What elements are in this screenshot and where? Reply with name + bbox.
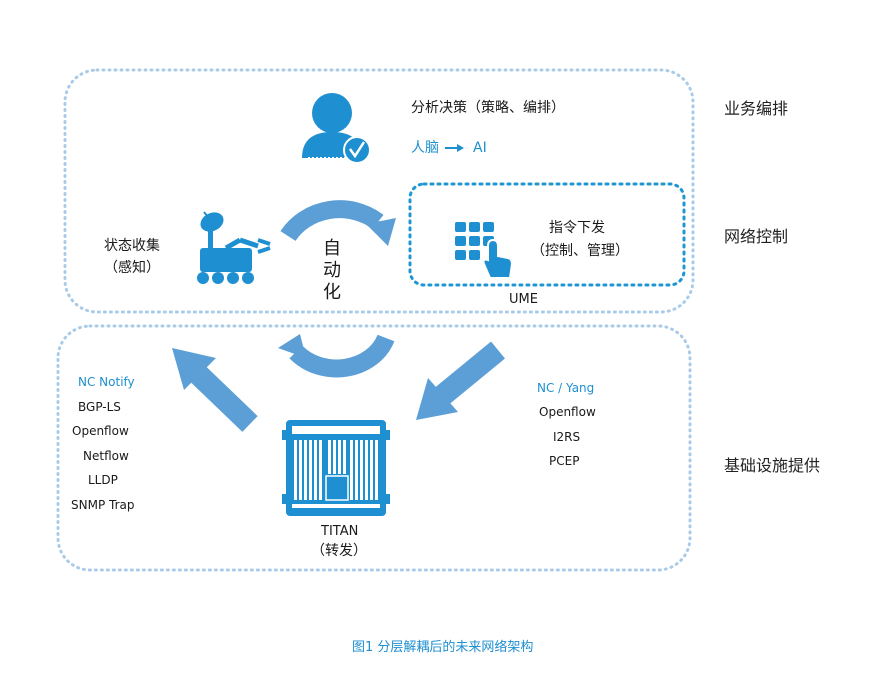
layer-infra: 基础设施提供 — [724, 456, 821, 475]
layer-network: 网络控制 — [724, 227, 789, 246]
left-protocol-item: LLDP — [88, 473, 118, 487]
left-protocol-item: SNMP Trap — [71, 498, 135, 512]
brain-label: 人脑 — [411, 140, 439, 156]
titan-label: TITAN — [321, 524, 359, 539]
layer-business: 业务编排 — [724, 99, 789, 118]
keypad-touch-icon — [455, 222, 514, 279]
command-sub-label: （控制、管理） — [531, 243, 629, 259]
ai-label: AI — [473, 140, 487, 156]
right-protocol-title: NC / Yang — [537, 381, 595, 395]
automation-arc-bottom — [278, 334, 395, 378]
decision-label: 分析决策（策略、编排） — [411, 100, 565, 116]
automation-char-3: 化 — [323, 282, 341, 303]
left-protocol-title: NC Notify — [78, 375, 135, 389]
state-label: 状态收集 — [104, 238, 160, 254]
robot-rover-icon — [197, 211, 271, 284]
command-label: 指令下发 — [549, 220, 605, 236]
ume-label: UME — [509, 292, 538, 307]
arrow-to-titan — [416, 341, 505, 420]
ume-container — [408, 182, 686, 287]
user-check-icon — [302, 93, 371, 164]
right-protocol-item: Openflow — [539, 405, 596, 419]
right-protocol-item: I2RS — [553, 430, 581, 444]
figure-caption: 图1 分层解耦后的未来网络架构 — [352, 640, 534, 655]
left-protocol-item: Openflow — [72, 424, 129, 438]
automation-char-2: 动 — [323, 260, 341, 281]
arrow-to-state — [172, 348, 258, 432]
top-container — [63, 68, 695, 314]
left-protocol-item: Netflow — [83, 449, 129, 463]
automation-char-1: 自 — [323, 238, 341, 259]
bottom-container — [56, 324, 692, 572]
state-sub-label: （感知） — [104, 260, 160, 276]
left-protocol-item: BGP-LS — [78, 400, 121, 414]
brain-to-ai-arrow — [445, 144, 464, 152]
router-chassis-icon — [282, 420, 390, 516]
titan-role-label: （转发） — [311, 543, 367, 559]
automation-arc-top — [280, 200, 396, 246]
right-protocol-item: PCEP — [549, 454, 580, 468]
